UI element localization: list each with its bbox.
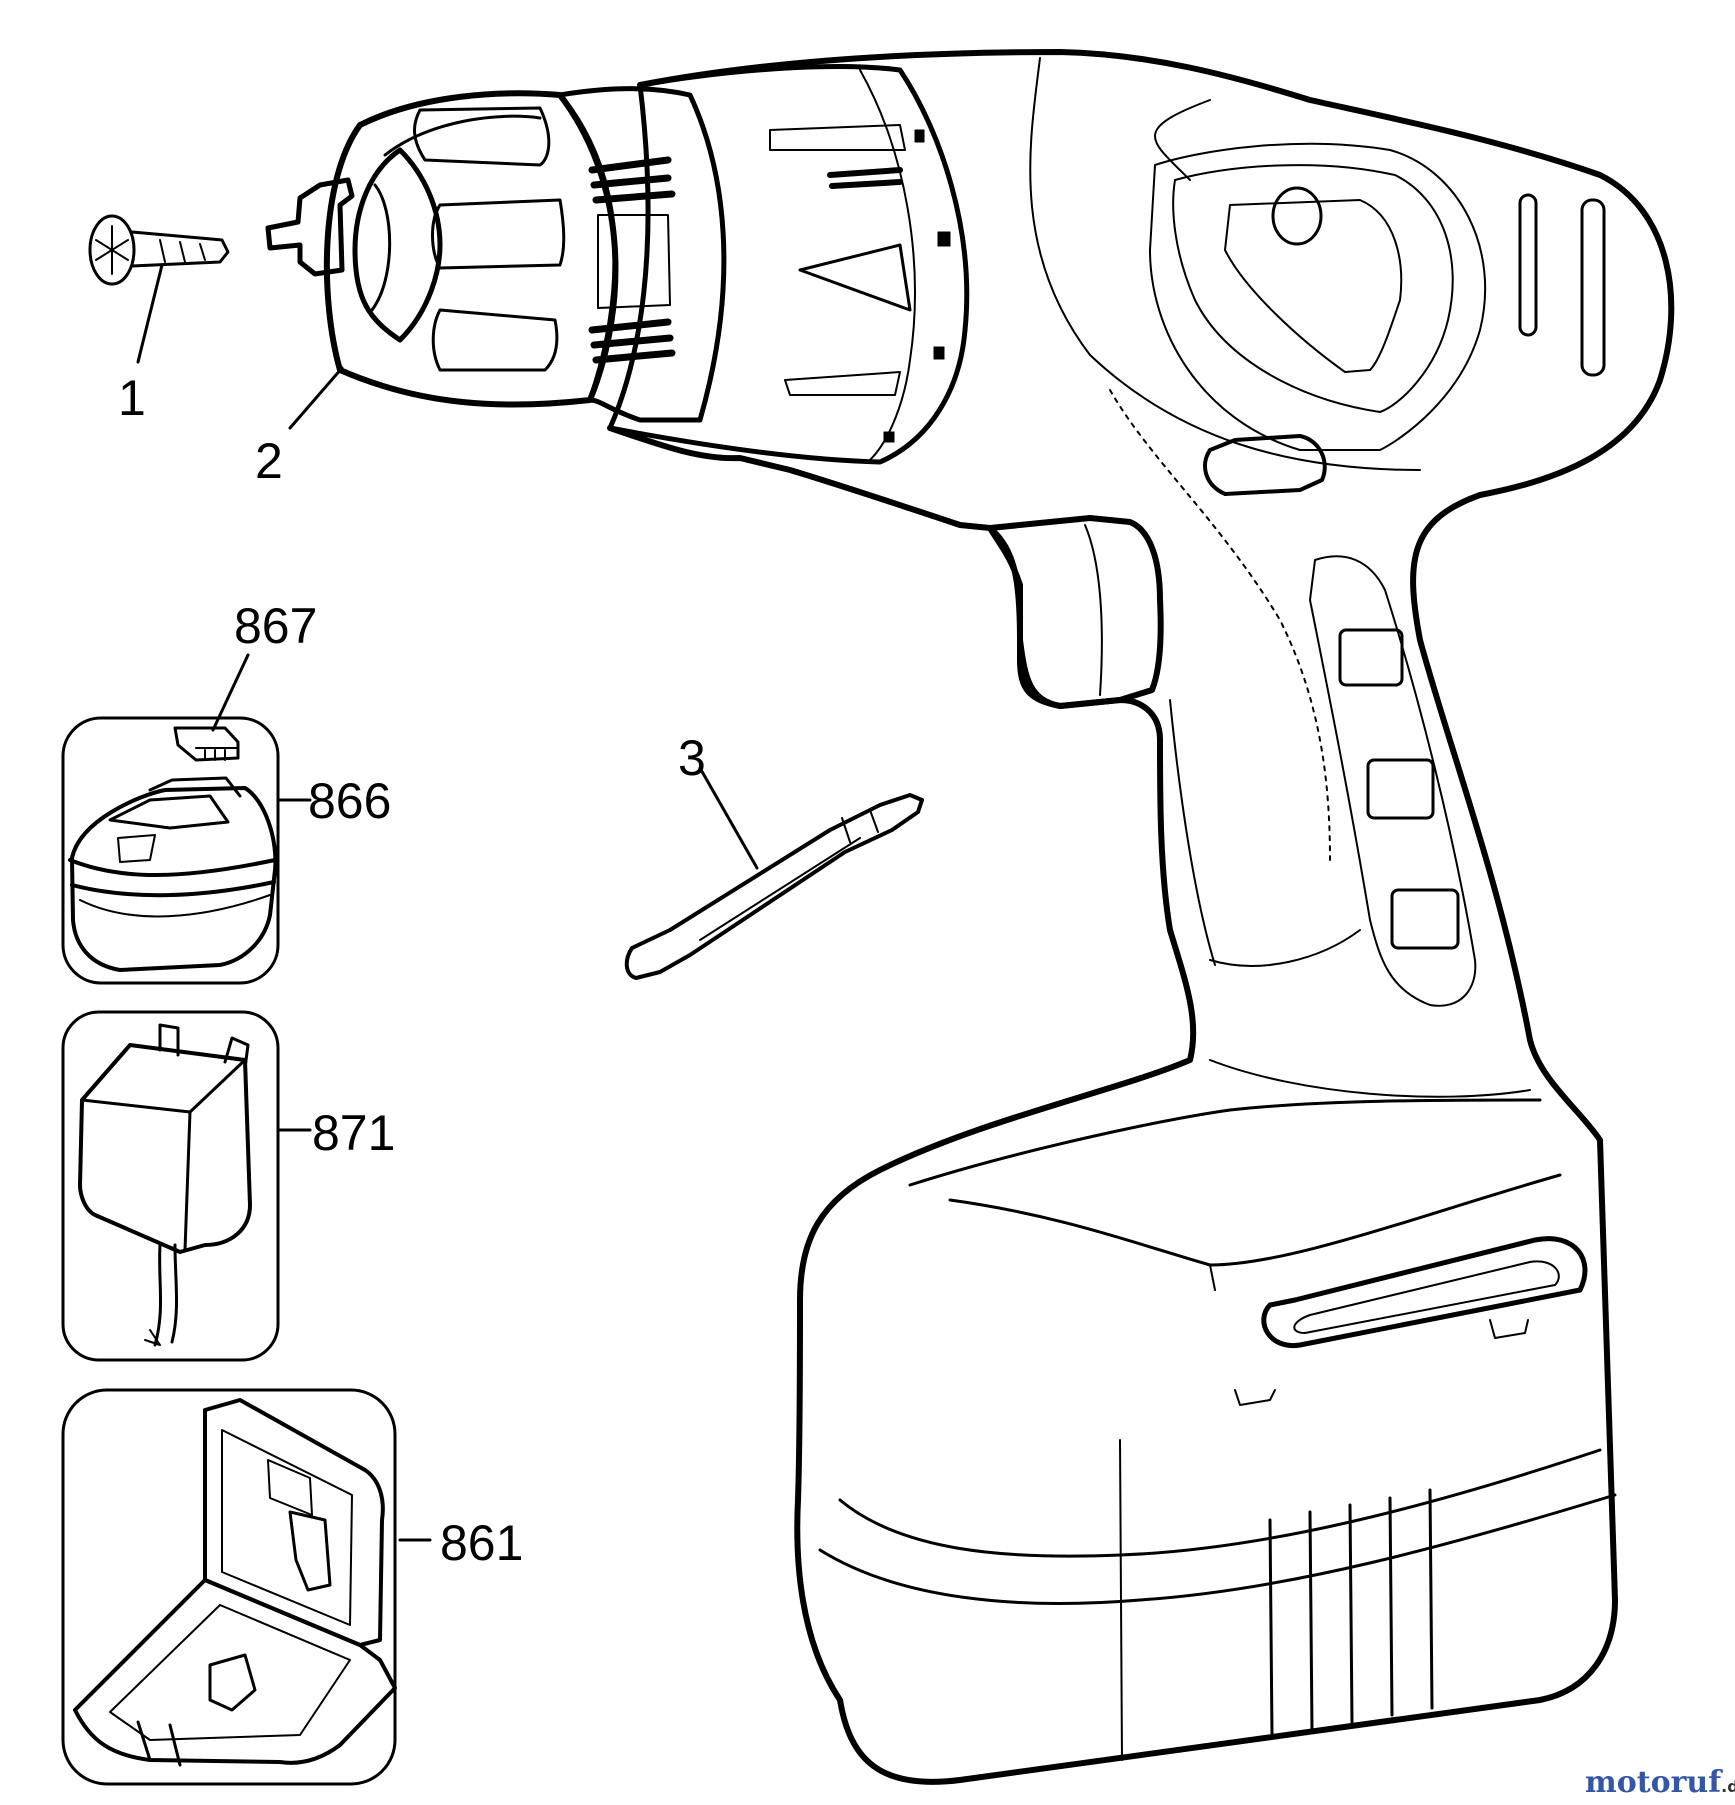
battery-ribs [1268, 1488, 1434, 1737]
callout-871: 871 [312, 1105, 395, 1161]
callout-866: 866 [308, 773, 391, 829]
battery-pack-top [908, 1098, 1542, 1187]
grip-window [1224, 199, 1403, 373]
callout-leaders [136, 263, 759, 1542]
callout-867: 867 [234, 598, 317, 654]
case-drawing [73, 1398, 397, 1767]
watermark-brand: motoruf [1585, 1765, 1723, 1800]
forward-reverse-switch [1203, 434, 1327, 496]
charger-drawing [78, 1023, 252, 1347]
case-inset-box [61, 1388, 397, 1786]
selector-button [1271, 186, 1323, 246]
chuck-sleeve [323, 90, 619, 408]
battery-release-slot [1261, 1236, 1588, 1348]
watermark: motoruf.de [1585, 1765, 1735, 1800]
part-screwdriver-bit [624, 793, 924, 980]
battery-drawing [68, 726, 278, 972]
grip-strip [1309, 555, 1477, 1007]
battery-inset-box [61, 716, 280, 985]
watermark-tld: .de [1721, 1777, 1735, 1796]
callout-2: 2 [255, 433, 283, 489]
screw-head [88, 214, 136, 286]
gear-housing [607, 63, 970, 465]
part-screw [88, 214, 230, 286]
callout-3: 3 [678, 730, 706, 786]
drill-front-assembly [265, 63, 970, 465]
spindle-tip [265, 177, 355, 277]
svg-text:motoruf.de: motoruf.de [1585, 1765, 1735, 1800]
drill-body [607, 49, 1675, 1785]
callout-numbers: 1 2 3 867 866 871 861 [118, 370, 706, 1571]
chuck-nose [352, 147, 443, 343]
charger-inset-box [61, 1010, 280, 1362]
callout-861: 861 [440, 1515, 523, 1571]
battery-cover-part [173, 726, 240, 762]
grip-overmold [1149, 142, 1487, 451]
drill-housing-outline [607, 49, 1675, 1785]
trigger [987, 515, 1164, 709]
callout-1: 1 [118, 370, 146, 426]
